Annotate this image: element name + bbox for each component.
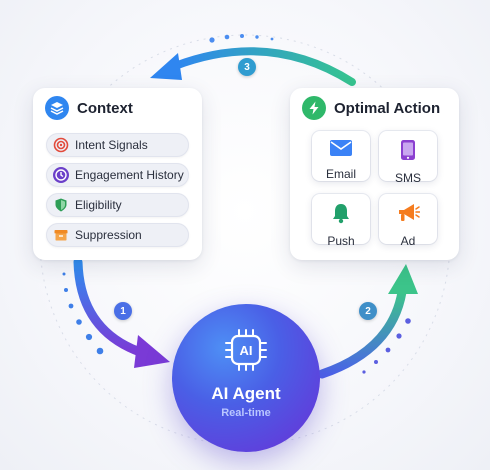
context-card: Context Intent Signals Engagement Histor… <box>33 88 202 260</box>
context-item-suppression: Suppression <box>46 223 189 247</box>
optimal-action-title: Optimal Action <box>334 99 441 117</box>
arrow-head-left <box>134 335 170 368</box>
context-item-eligibility: Eligibility <box>46 193 189 217</box>
context-header: Context <box>45 96 133 120</box>
context-item-label: Engagement History <box>75 168 184 182</box>
optimal-action-header: Optimal Action <box>302 96 440 120</box>
context-title: Context <box>77 99 133 117</box>
archive-box-icon <box>53 227 69 243</box>
step-badge-2: 2 <box>359 302 377 320</box>
channel-label: Push <box>327 234 355 248</box>
dot-trail-right <box>362 318 411 374</box>
optimal-action-card: Optimal Action Email SMS Push Ad <box>290 88 459 260</box>
phone-icon <box>400 139 416 166</box>
context-item-label: Intent Signals <box>75 138 148 152</box>
step-badge-1: 1 <box>114 302 132 320</box>
channel-label: Email <box>325 167 356 181</box>
channel-ad[interactable]: Ad <box>379 194 437 248</box>
bell-icon <box>331 202 351 229</box>
layers-icon <box>45 96 69 120</box>
ai-chip-badge: AI <box>240 343 253 358</box>
lightning-icon <box>302 96 326 120</box>
ai-chip-icon: AI <box>222 326 270 379</box>
arrow-head-right <box>388 264 418 294</box>
ai-agent-node: AI AI Agent Real-time <box>172 304 320 452</box>
arrow-head-top <box>150 53 182 80</box>
context-item-label: Eligibility <box>75 198 122 212</box>
channel-label: SMS <box>394 171 421 185</box>
dot-trail-left <box>62 272 104 355</box>
channel-email[interactable]: Email <box>312 131 370 181</box>
context-item-engagement-history: Engagement History <box>46 163 189 187</box>
shield-icon <box>53 197 69 213</box>
agent-subtitle: Real-time <box>221 407 271 419</box>
megaphone-icon <box>396 202 421 229</box>
arrow-context-to-agent <box>73 257 145 357</box>
channel-sms[interactable]: SMS <box>379 131 437 185</box>
dot-trail-top <box>209 34 274 43</box>
clock-icon <box>53 167 69 183</box>
mail-icon <box>329 139 353 162</box>
step-badge-3: 3 <box>238 58 256 76</box>
target-icon <box>53 137 69 153</box>
channel-push[interactable]: Push <box>312 194 370 248</box>
agent-title: AI Agent <box>211 384 281 403</box>
arrow-agent-to-action <box>317 287 407 379</box>
channel-label: Ad <box>400 234 416 248</box>
context-item-label: Suppression <box>75 228 142 242</box>
arrow-feedback-top <box>171 47 356 86</box>
context-item-intent-signals: Intent Signals <box>46 133 189 157</box>
